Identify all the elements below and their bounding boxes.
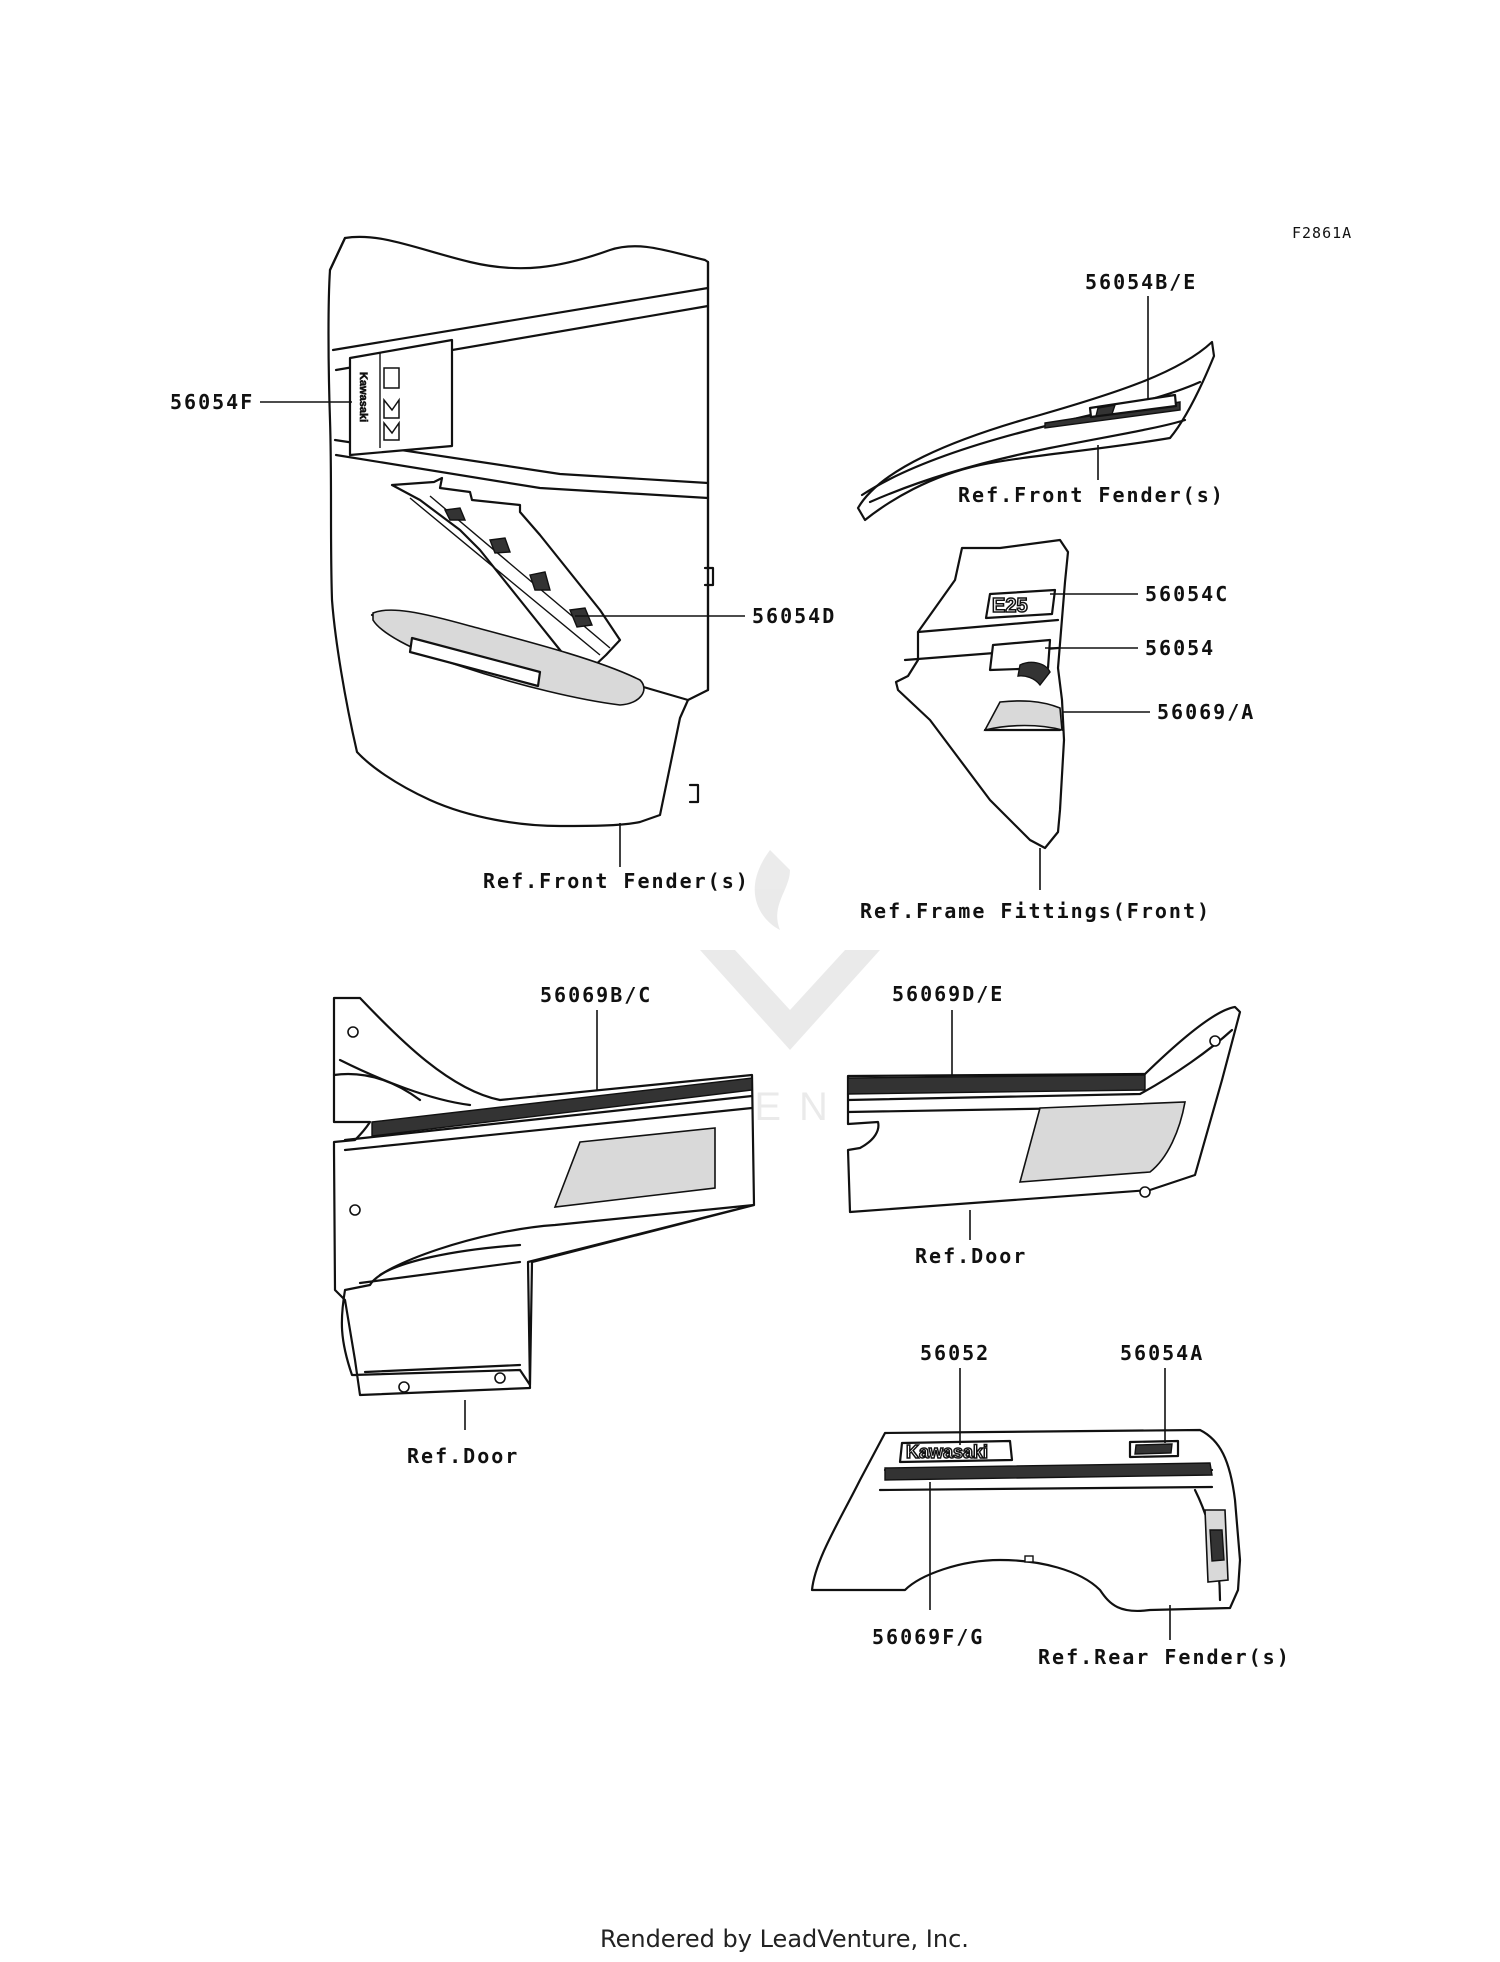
fender-recess bbox=[372, 609, 645, 706]
decal-56052-text: Kawasaki bbox=[906, 1442, 988, 1462]
callout-56054f: 56054F bbox=[170, 390, 254, 414]
door-left bbox=[332, 996, 756, 1397]
callout-56054d: 56054D bbox=[752, 604, 836, 628]
decal-56054c-text: E25 bbox=[992, 595, 1028, 617]
callout-56069a: 56069/A bbox=[1157, 700, 1255, 724]
ref-rear-fender: Ref.Rear Fender(s) bbox=[1038, 1645, 1291, 1669]
footer-credit: Rendered by LeadVenture, Inc. bbox=[600, 1925, 969, 1953]
decal-56054d bbox=[390, 476, 622, 672]
ref-door-right: Ref.Door bbox=[915, 1244, 1027, 1268]
callout-56069de: 56069D/E bbox=[892, 982, 1004, 1006]
frame-fitting-front: E25 bbox=[894, 538, 1070, 850]
ref-front-fender-right: Ref.Front Fender(s) bbox=[958, 483, 1225, 507]
callout-56054c: 56054C bbox=[1145, 582, 1229, 606]
decal-56054c: E25 bbox=[984, 588, 1057, 620]
decal-56054a bbox=[1128, 1439, 1180, 1459]
callout-56054a: 56054A bbox=[1120, 1341, 1204, 1365]
callout-56054be: 56054B/E bbox=[1085, 270, 1197, 294]
callout-56069bc: 56069B/C bbox=[540, 983, 652, 1007]
decal-56054be bbox=[1088, 393, 1178, 419]
decal-56054f: Kawasaki bbox=[348, 338, 454, 457]
decal-56052: Kawasaki bbox=[898, 1439, 1014, 1464]
decal-56054f-text: Kawasaki bbox=[357, 372, 369, 422]
callout-56054: 56054 bbox=[1145, 636, 1215, 660]
door-right bbox=[846, 1005, 1242, 1214]
ref-front-fender-left: Ref.Front Fender(s) bbox=[483, 869, 750, 893]
figure-code: F2861A bbox=[1292, 224, 1352, 242]
front-fender-top-right bbox=[856, 340, 1216, 522]
front-fender-panel-left: Kawasaki bbox=[327, 235, 715, 828]
rear-fender: Kawasaki bbox=[810, 1428, 1242, 1613]
decal-56054 bbox=[988, 638, 1052, 687]
ref-door-left: Ref.Door bbox=[407, 1444, 519, 1468]
callout-56052: 56052 bbox=[920, 1341, 990, 1365]
ref-frame-fittings: Ref.Frame Fittings(Front) bbox=[860, 899, 1211, 923]
callout-56069fg: 56069F/G bbox=[872, 1625, 984, 1649]
